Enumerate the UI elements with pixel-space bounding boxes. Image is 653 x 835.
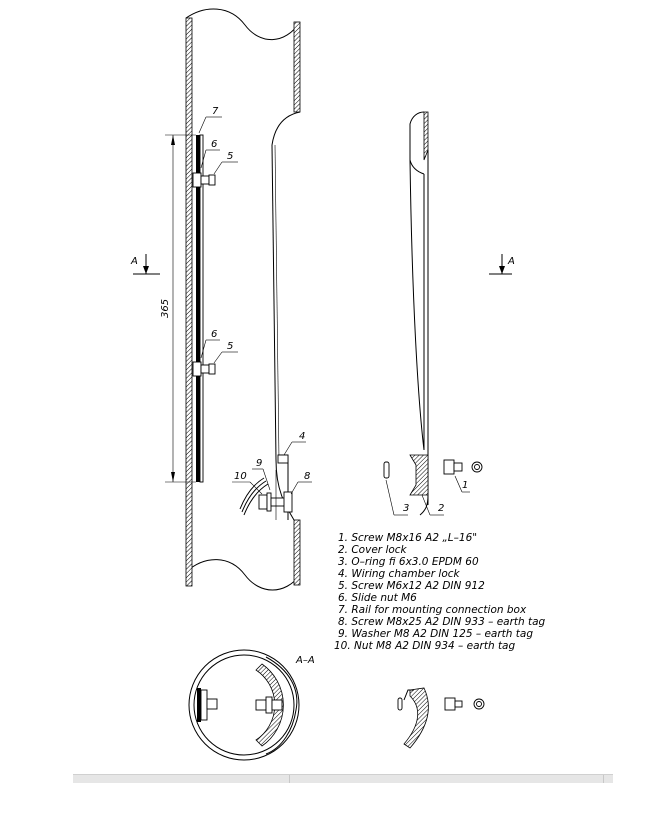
- section-letter-left: A: [130, 256, 138, 267]
- legend-item-2: 2. Cover lock: [338, 544, 408, 556]
- horizontal-scrollbar[interactable]: [73, 774, 613, 783]
- callout-5-lower: 5: [227, 341, 233, 352]
- pole-front-view: [185, 8, 301, 591]
- legend-item-10: 10. Nut M8 A2 DIN 934 – earth tag: [334, 640, 515, 652]
- callout-5-upper: 5: [227, 151, 233, 162]
- callout-2: 2: [438, 503, 444, 514]
- callout-8: 8: [304, 471, 310, 482]
- door-side-view: 1 2 3: [383, 111, 483, 516]
- section-letter-right: A: [507, 256, 515, 267]
- legend-item-5: 5. Screw M6x12 A2 DIN 912: [338, 580, 485, 592]
- callout-9: 9: [256, 458, 262, 469]
- scrollbar-tick: [603, 775, 604, 783]
- scrollbar-tick: [289, 775, 290, 783]
- dimension-365: 365: [160, 134, 196, 483]
- callout-4: 4: [299, 431, 305, 442]
- legend-item-1: 1. Screw M8x16 A2 „L–16": [338, 532, 477, 544]
- section-mark-right: A: [489, 254, 515, 275]
- dimension-label: 365: [160, 299, 171, 318]
- callout-1: 1: [462, 480, 468, 491]
- section-a-a-pole: [188, 649, 300, 761]
- legend-item-9: 9. Washer M8 A2 DIN 125 – earth tag: [338, 628, 533, 640]
- section-a-a-door: [397, 687, 485, 749]
- callouts-upper: 7 6 5 6 5: [198, 106, 238, 364]
- section-mark-left: A: [130, 254, 160, 275]
- legend-item-7: 7. Rail for mounting connection box: [338, 604, 527, 616]
- earth-tag-assembly: 4 9 10 8: [232, 431, 312, 520]
- callout-10: 10: [234, 471, 247, 482]
- callout-6-upper: 6: [211, 139, 217, 150]
- parts-legend: 1. Screw M8x16 A2 „L–16" 2. Cover lock 3…: [334, 532, 546, 652]
- callout-7: 7: [212, 106, 219, 117]
- mounting-rail: [192, 134, 216, 483]
- legend-item-4: 4. Wiring chamber lock: [338, 568, 461, 580]
- callout-6-lower: 6: [211, 329, 217, 340]
- callout-3: 3: [403, 503, 409, 514]
- legend-item-8: 8. Screw M8x25 A2 DIN 933 – earth tag: [338, 616, 546, 628]
- legend-item-3: 3. O–ring fi 6x3.0 EPDM 60: [338, 556, 479, 568]
- legend-item-6: 6. Slide nut M6: [338, 592, 417, 604]
- section-title: A–A: [295, 655, 315, 666]
